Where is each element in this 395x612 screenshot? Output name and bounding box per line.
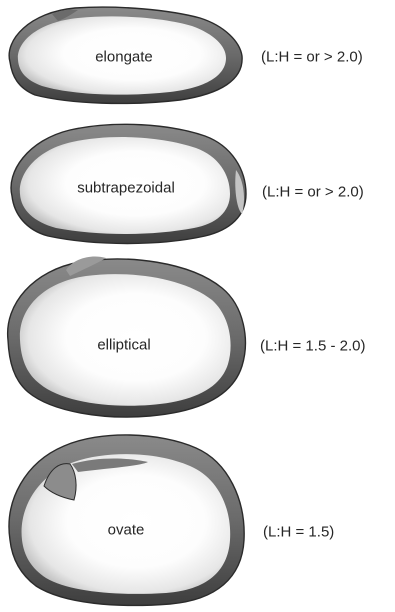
elliptical-shell: [6, 256, 247, 418]
shell-label-subtrapezoidal: subtrapezoidal: [77, 179, 175, 197]
ovate-shell: [8, 434, 245, 607]
ratio-label-ovate: (L:H = 1.5): [263, 523, 335, 541]
umbo-mark: [52, 9, 78, 21]
shell-label-elliptical: elliptical: [97, 336, 151, 354]
ratio-label-elliptical: (L:H = 1.5 - 2.0): [260, 337, 366, 355]
hinge-mark: [72, 458, 148, 472]
ratio-label-subtrapezoidal: (L:H = or > 2.0): [262, 183, 364, 201]
umbo-mark: [43, 463, 77, 501]
elongate-shell: [8, 6, 243, 105]
posterior-ridge: [235, 170, 244, 214]
umbo-mark: [66, 256, 106, 276]
shell-label-elongate: elongate: [95, 48, 153, 66]
ratio-label-elongate: (L:H = or > 2.0): [261, 48, 363, 66]
subtrapezoidal-shell: [10, 123, 247, 245]
shell-label-ovate: ovate: [107, 521, 145, 539]
